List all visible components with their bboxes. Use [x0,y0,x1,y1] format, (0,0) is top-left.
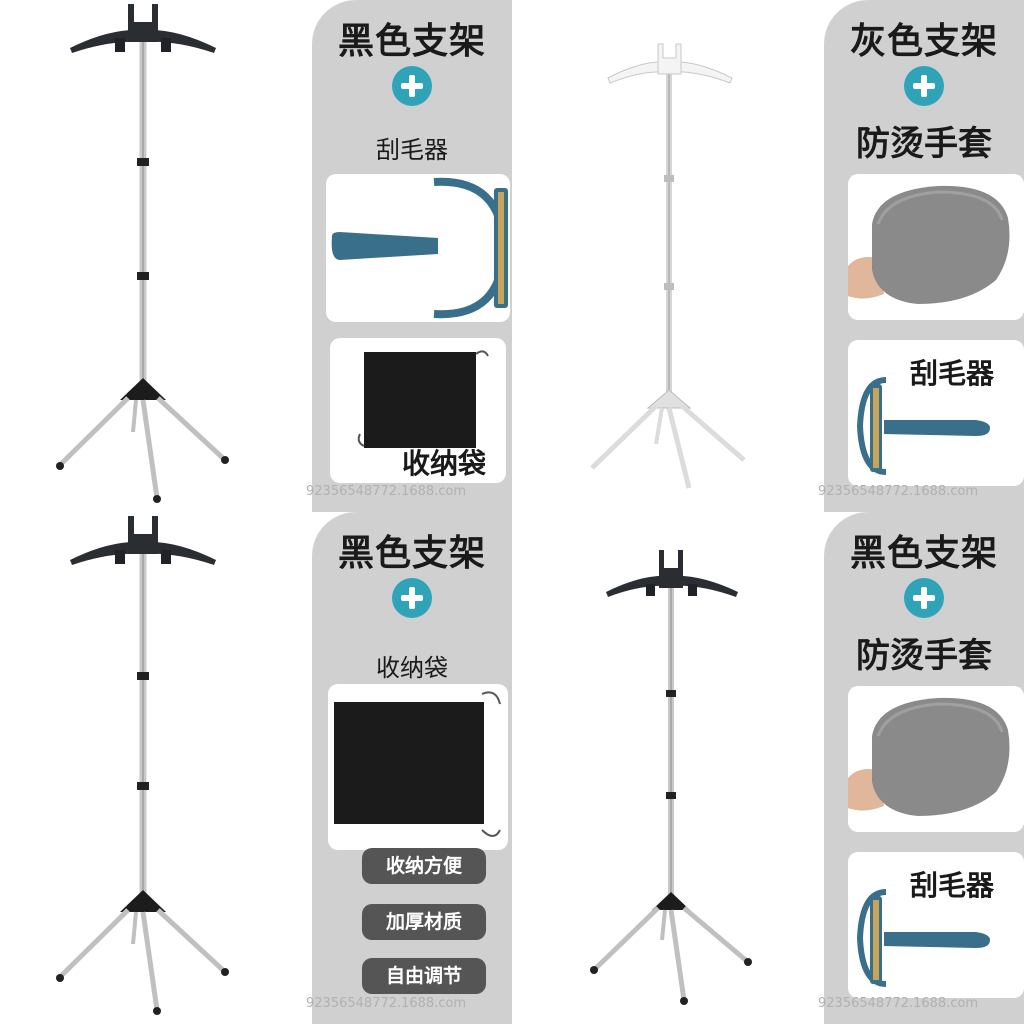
quadrant-black-stand-glove: 黑色支架 防烫手套 刮毛器 92356548772.1688.com [512,512,1024,1024]
plus-icon [392,578,432,618]
heat-glove-card [848,174,1024,320]
addon-label: 防烫手套 [856,636,992,676]
stand-title: 黑色支架 [849,533,998,574]
plus-icon [904,578,944,618]
remover-label: 刮毛器 [910,357,995,390]
quadrant-gray-stand-glove: 灰色支架 防烫手套 刮毛器 92356548772.1688.com [512,0,1024,512]
heat-glove-card [848,686,1024,832]
feature-badge: 收纳方便 [362,848,486,884]
remover-label: 刮毛器 [910,869,995,902]
storage-bag-card: 收纳袋 [330,338,506,483]
black-stand-image [590,550,752,1005]
addon-label: 收纳袋 [376,654,448,682]
lint-remover-card: 刮毛器 [848,340,1024,486]
black-stand-image [56,516,229,1015]
plus-icon [392,66,432,106]
watermark: 92356548772.1688.com [818,484,979,499]
quadrant-black-stand-remover: 黑色支架 刮毛器 收纳袋 92356548772.1688.com [0,0,512,512]
stand-title: 灰色支架 [849,21,998,62]
storage-bag-card [328,684,508,850]
stand-title: 黑色支架 [337,533,486,574]
black-stand-image [56,4,229,503]
plus-icon [904,66,944,106]
gray-stand-image [590,43,746,489]
feature-badge: 加厚材质 [362,904,486,940]
feature-badge: 自由调节 [362,958,486,994]
bag-label: 收纳袋 [402,447,487,480]
lint-remover-card [326,174,510,322]
lint-remover-card: 刮毛器 [848,852,1024,998]
addon-label: 防烫手套 [856,124,992,164]
watermark: 92356548772.1688.com [306,484,467,499]
stand-title: 黑色支架 [337,21,486,62]
quadrant-black-stand-bag: 黑色支架 收纳袋 收纳方便 加厚材质 自由调节 92356548772.1688… [0,512,512,1024]
watermark: 92356548772.1688.com [818,996,979,1011]
addon-label: 刮毛器 [376,136,448,164]
watermark: 92356548772.1688.com [306,996,467,1011]
